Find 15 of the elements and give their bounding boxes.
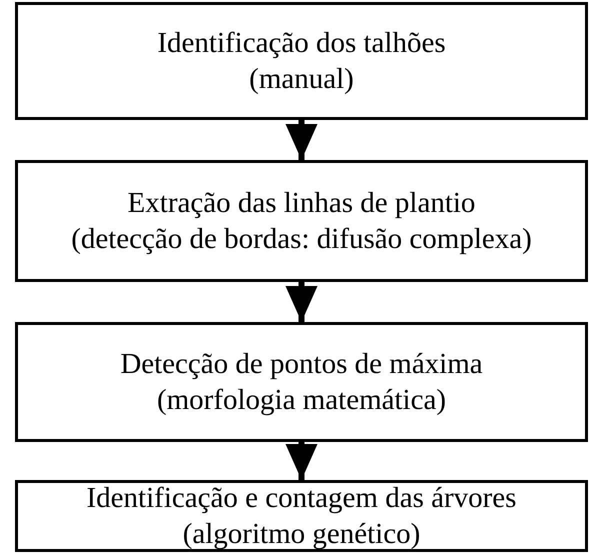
- step-title: Detecção de pontos de máxima: [120, 347, 483, 382]
- process-box: [15, 2, 588, 120]
- arrow: [286, 120, 318, 160]
- arrow: [286, 282, 318, 322]
- step-title: Extração das linhas de plantio: [128, 186, 476, 221]
- process-box: [15, 480, 588, 552]
- process-box: [15, 160, 588, 282]
- step-method: (algoritmo genético): [182, 517, 420, 552]
- step-title: Identificação e contagem das árvores: [86, 481, 516, 516]
- step-title: Identificação dos talhões: [157, 26, 446, 61]
- process-box: [15, 322, 588, 442]
- step-method: (manual): [249, 62, 354, 97]
- step-method: (detecção de bordas: difusão complexa): [71, 222, 532, 257]
- step-method: (morfologia matemática): [156, 383, 446, 418]
- arrow: [286, 442, 318, 480]
